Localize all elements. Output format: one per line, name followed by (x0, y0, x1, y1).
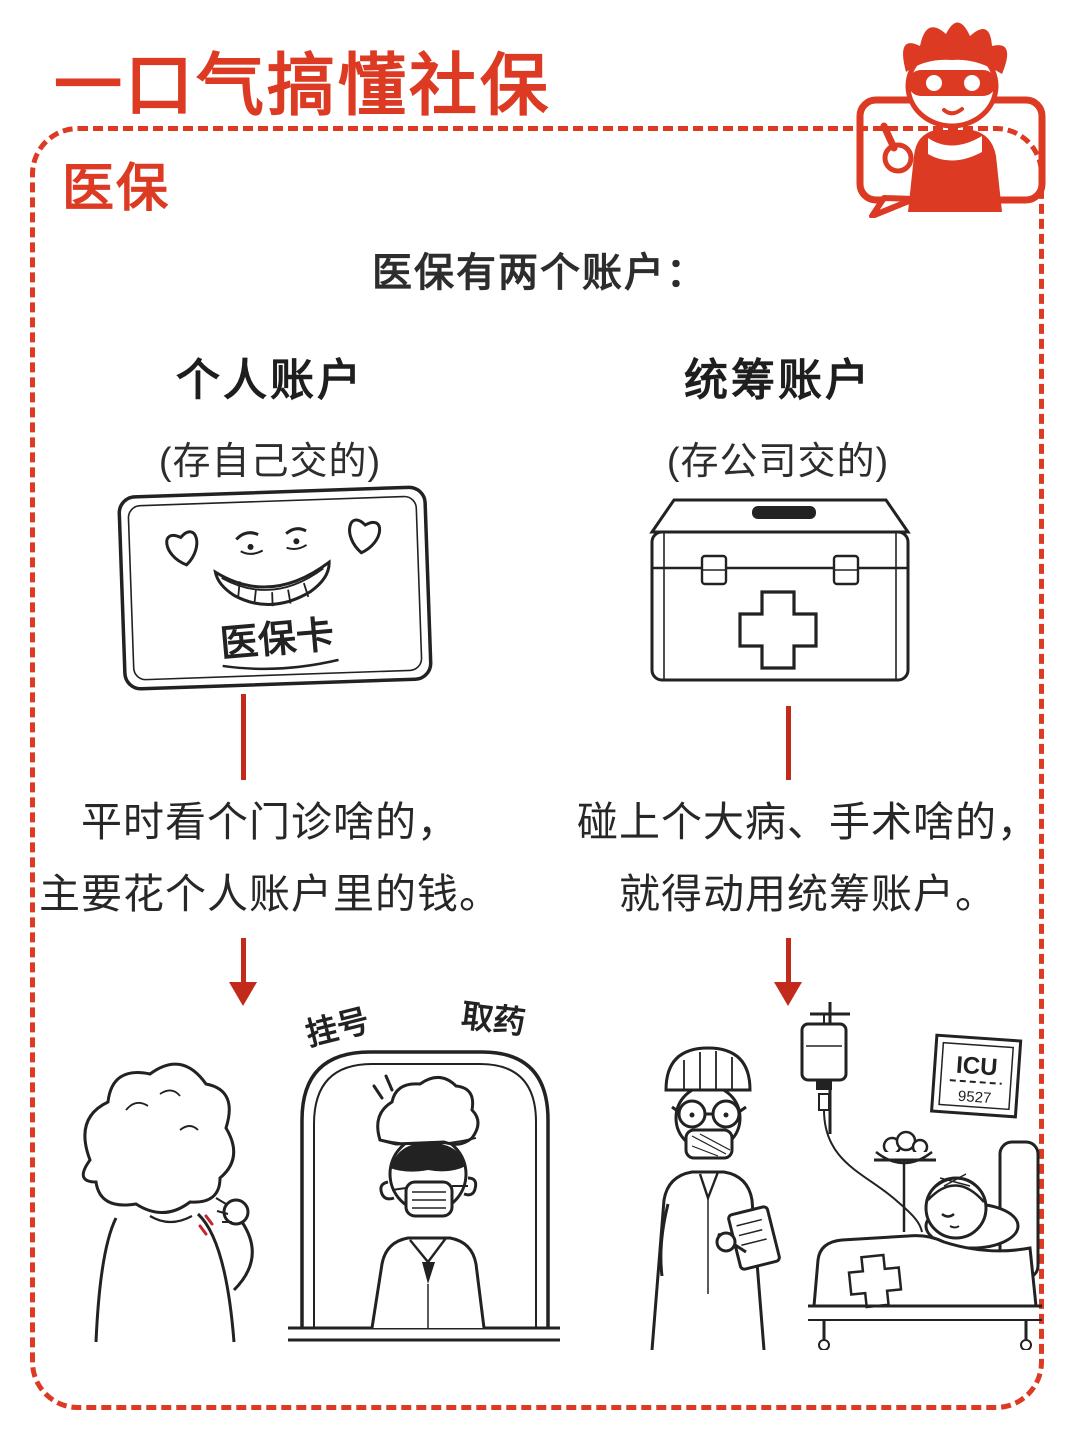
pooled-account-subtitle: (存公司交的) (666, 441, 890, 483)
personal-account-name: 个人账户 (176, 356, 364, 405)
first-aid-box-illustration (649, 498, 911, 682)
patient-figure (81, 1062, 254, 1343)
description-line: 平时看个门诊啥的， (81, 799, 459, 845)
pooled-account-description: 碰上个大病、手术啥的， 就得动用统筹账户。 (548, 786, 1068, 930)
icu-sign: ICU 9527 (929, 1033, 1023, 1119)
doctor-figure (650, 1046, 781, 1350)
arrow-right-segment (786, 938, 791, 984)
personal-account-header: 个人账户 (存自己交的) (40, 344, 500, 485)
arrow-left-segment (241, 938, 246, 984)
description-line: 就得动用统筹账户。 (619, 871, 997, 917)
pooled-account-name: 统筹账户 (684, 356, 872, 405)
clerk-figure (370, 1074, 486, 1329)
register-label: 挂号 (302, 1002, 373, 1052)
description-line: 碰上个大病、手术啥的， (577, 799, 1039, 845)
arrow-left-segment (241, 694, 246, 780)
personal-account-subtitle: (存自己交的) (158, 441, 382, 483)
pointing-hand-icon (880, 122, 914, 174)
insurance-card-illustration: 医保卡 (117, 485, 433, 691)
arrow-right-head-icon (774, 982, 802, 1006)
mascot-character (880, 22, 1008, 212)
arrow-left-head-icon (229, 982, 257, 1006)
section-title: 医保 (62, 160, 171, 218)
hospital-bed (808, 1140, 1042, 1350)
content-frame (30, 126, 1044, 1410)
smirking-face (213, 527, 331, 607)
intro-text: 医保有两个账户： (372, 251, 708, 295)
page-title: 一口气搞懂社保 (54, 48, 552, 124)
medical-cross-icon (738, 590, 818, 670)
mascot-icon (856, 22, 1046, 218)
bed-number-label: 9527 (957, 1088, 991, 1107)
description-line: 主要花个人账户里的钱。 (39, 871, 501, 917)
iv-drip (800, 1002, 923, 1233)
card-label-underline (222, 658, 339, 671)
personal-account-description: 平时看个门诊啥的， 主要花个人账户里的钱。 (10, 786, 530, 930)
fruit-stand (874, 1130, 936, 1232)
card-label: 医保卡 (219, 614, 336, 666)
clinic-window-illustration: 挂号 取药 (81, 997, 560, 1343)
heart-icon (165, 518, 382, 567)
pooled-account-header: 统筹账户 (存公司交的) (548, 344, 1008, 485)
medicine-label: 取药 (459, 997, 527, 1041)
arrow-right-segment (786, 706, 791, 780)
icu-label: ICU (955, 1052, 998, 1082)
icu-bed-illustration: ICU 9527 (650, 1002, 1042, 1350)
